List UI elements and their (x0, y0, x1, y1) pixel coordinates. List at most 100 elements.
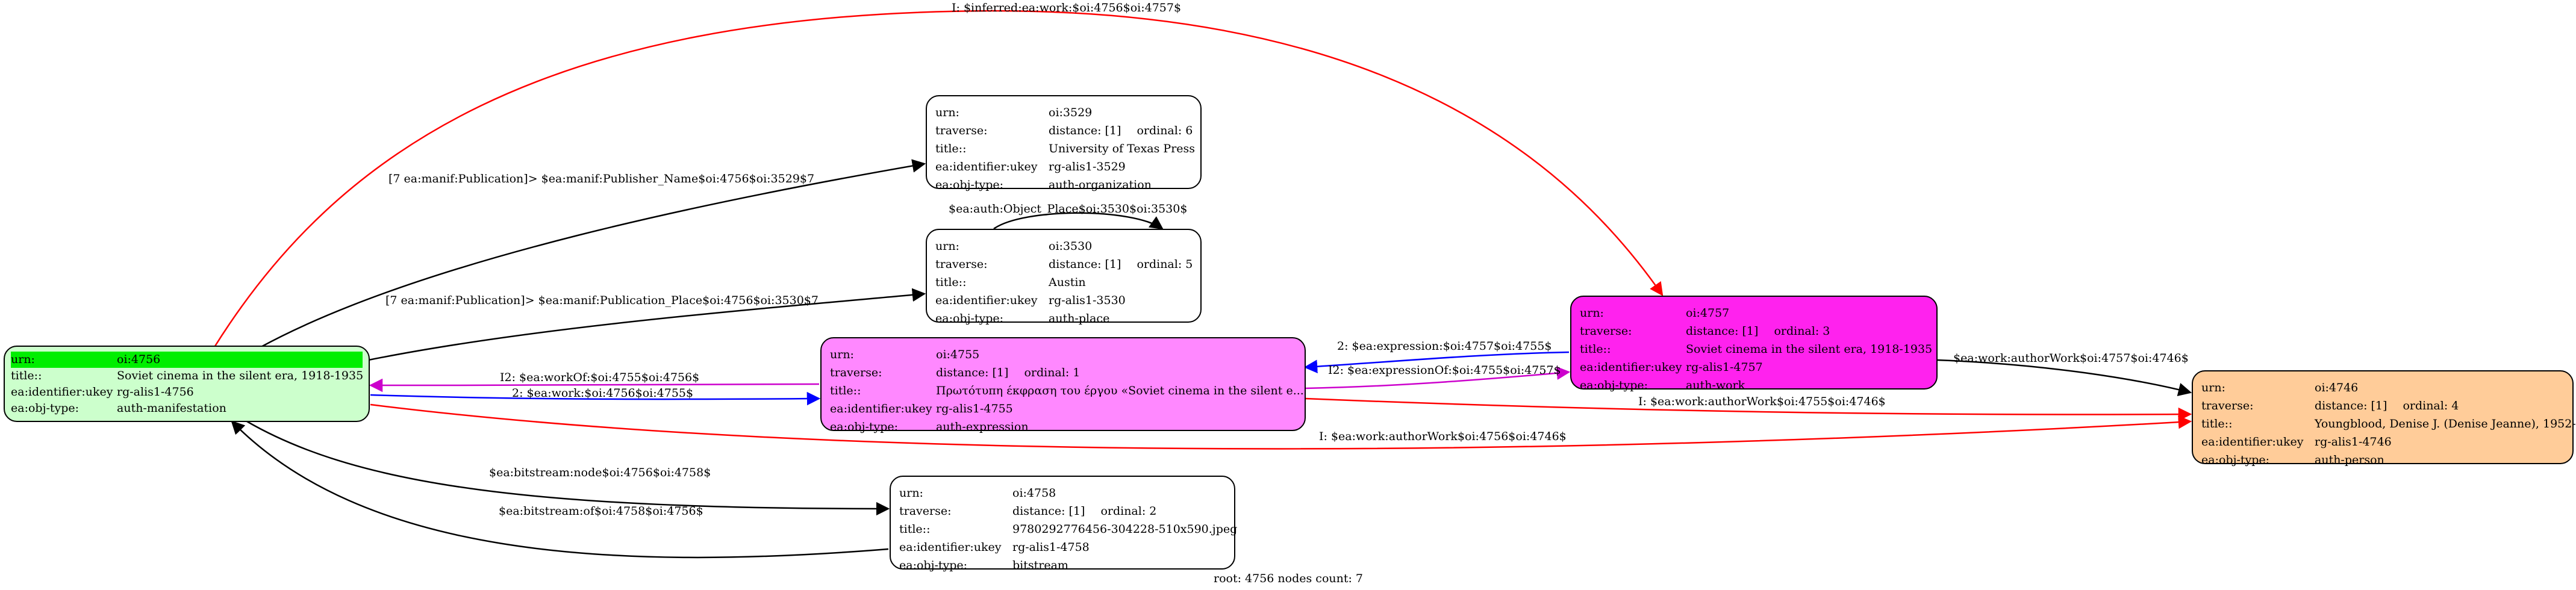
traverse-ordinal: ordinal: 3 (1774, 324, 1830, 338)
row-value: auth-work (1686, 379, 1745, 392)
node-row-urn: urn:oi:4757 (1580, 304, 1928, 322)
node-row-obj-type: ea:obj-type: auth-person (2201, 451, 2564, 469)
row-key: ea:obj-type: (935, 178, 1004, 191)
row-key: title:: (935, 276, 967, 289)
node-3529[interactable]: urn:oi:3529 traverse: distance: [1] ordina… (926, 95, 1202, 191)
node-row-traverse: traverse:distance: [1]ordinal: 2 (899, 502, 1226, 520)
row-key: ea:obj-type: (11, 402, 80, 415)
edge-work-of-4755-4756 (369, 378, 820, 393)
node-row-urn: urn: oi:4746 (2201, 379, 2564, 397)
node-row-identifier: ea:identifier:ukey rg-alis1-3530 (935, 291, 1192, 309)
row-value: oi:4756 (117, 353, 161, 366)
edge-label-work: 2: $ea:work:$oi:4756$oi:4755$ (512, 387, 694, 400)
row-value: Soviet cinema in the silent era, 1918-19… (1686, 343, 1933, 356)
row-key: ea:obj-type: (935, 312, 1004, 325)
row-key: title:: (1580, 343, 1611, 356)
row-key: traverse: (899, 505, 952, 518)
node-3530[interactable]: urn:oi:3530 traverse:distance: [1]ordina… (926, 229, 1202, 325)
row-key: urn: (11, 353, 35, 366)
edge-publication-place-4756-3530 (368, 288, 926, 361)
edge-label-author-work-4755: I: $ea:work:authorWork$oi:4755$oi:4746$ (1638, 395, 1886, 408)
row-key: traverse: (830, 366, 882, 379)
row-value: auth-person (2315, 453, 2384, 467)
traverse-distance: distance: [1] (936, 366, 1009, 379)
row-key: ea:obj-type: (1580, 379, 1648, 392)
row-key: traverse: (1580, 324, 1632, 338)
row-value: rg-alis1-3529 (1049, 160, 1126, 173)
row-key: ea:identifier:ukey (1580, 361, 1682, 374)
row-value: rg-alis1-3530 (1049, 294, 1126, 307)
row-value: rg-alis1-4758 (1012, 541, 1090, 554)
row-value: oi:4746 (2315, 381, 2359, 394)
row-value: Soviet cinema in the silent era, 1918-19… (117, 369, 364, 382)
row-value: distance: [1]ordinal: 4 (2315, 397, 2564, 415)
row-key: title:: (11, 369, 42, 382)
row-key: title:: (935, 142, 967, 155)
row-key: ea:identifier:ukey (830, 402, 932, 415)
row-value: bitstream (1012, 559, 1068, 572)
node-row-obj-type: ea:obj-type:auth-expression (830, 418, 1296, 436)
node-row-title: title::Πρωτότυπη έκφραση του έργου «Sovi… (830, 382, 1304, 400)
row-value: distance: [1]ordinal: 5 (1049, 255, 1193, 273)
traverse-distance: distance: [1] (1012, 505, 1085, 518)
node-row-obj-type: ea:obj-type: auth-manifestation (11, 400, 363, 417)
row-key: traverse: (935, 258, 988, 271)
row-value: auth-manifestation (117, 402, 226, 415)
edge-label-object-place: $ea:auth:Object_Place$oi:3530$oi:3530$ (949, 202, 1188, 216)
row-value: Youngblood, Denise J. (Denise Jeanne), 1… (2315, 417, 2576, 430)
edge-publisher-4756-3529 (258, 159, 926, 349)
row-value: Πρωτότυπη έκφραση του έργου «Soviet cine… (936, 384, 1304, 397)
node-row-traverse: traverse: distance: [1]ordinal: 5 (935, 255, 1193, 273)
edge-work-4756-4755 (370, 391, 821, 406)
node-row-obj-type: ea:obj-type: auth-work (1580, 376, 1928, 394)
node-row-identifier: ea:identifier:ukey rg-alis1-4757 (1580, 358, 1928, 376)
node-row-urn: urn:oi:3529 (935, 104, 1192, 122)
edge-label-publication-place: [7 ea:manif:Publication]> $ea:manif:Publ… (385, 294, 819, 307)
graph-footer: root: 4756 nodes count: 7 (1214, 572, 1364, 585)
edge-bitstream-node-4756-4758 (246, 420, 890, 516)
row-key: ea:identifier:ukey (935, 294, 1038, 307)
node-4755[interactable]: urn: oi:4755 traverse: distance: [1]ordina… (820, 337, 1306, 433)
row-value: auth-place (1049, 312, 1110, 325)
edge-label-work-of: I2: $ea:workOf:$oi:4755$oi:4756$ (500, 371, 700, 384)
edge-label-bitstream-node: $ea:bitstream:node$oi:4756$oi:4758$ (489, 466, 711, 479)
row-key: urn: (935, 240, 959, 253)
row-key: title:: (899, 523, 931, 536)
node-4746[interactable]: urn: oi:4746 traverse:distance: [1]ordina… (2192, 370, 2576, 467)
node-row-traverse: traverse:distance: [1]ordinal: 4 (2201, 397, 2564, 415)
edge-label-author-work-4757: $ea:work:authorWork$oi:4757$oi:4746$ (1953, 352, 2189, 365)
node-4757[interactable]: urn:oi:4757 traverse: distance: [1]ordina… (1570, 296, 1938, 392)
row-value: distance: [1] ordinal: 6 (1049, 122, 1193, 140)
row-value: oi:4755 (936, 348, 980, 361)
edge-author-work-4756-4746 (370, 403, 2192, 450)
row-value: distance: [1]ordinal: 3 (1686, 322, 1928, 340)
node-row-title: title::Soviet cinema in the silent era, … (11, 368, 363, 384)
row-key: urn: (830, 348, 854, 361)
row-key: ea:obj-type: (2201, 453, 2270, 467)
edge-label-inferred-work: I: $inferred:ea:work:$oi:4756$oi:4757$ (952, 1, 1182, 14)
node-row-title: title::University of Texas Press (935, 140, 1195, 158)
row-value: rg-alis1-4757 (1686, 361, 1763, 374)
row-key: traverse: (935, 124, 988, 137)
edge-expression-of-4755-4757 (1305, 366, 1571, 390)
edge-author-work-4755-4746 (1305, 397, 2192, 421)
row-value: rg-alis1-4756 (117, 385, 194, 399)
row-value: distance: [1]ordinal: 1 (936, 364, 1296, 382)
traverse-distance: distance: [1] (1049, 124, 1121, 137)
row-value: rg-alis1-4746 (2315, 435, 2392, 449)
node-row-title: title::Austin (935, 273, 1192, 291)
node-4758[interactable]: urn:oi:4758 traverse:distance: [1]ordina… (890, 476, 1237, 572)
node-4756[interactable]: urn: oi:4756 title::Soviet cinema in the … (4, 346, 370, 422)
row-key: urn: (2201, 381, 2225, 394)
edge-label-expression: 2: $ea:expression:$oi:4757$oi:4755$ (1337, 340, 1552, 353)
edge-label-publisher: [7 ea:manif:Publication]> $ea:manif:Publ… (388, 172, 815, 185)
traverse-ordinal: ordinal: 6 (1137, 124, 1193, 137)
node-row-obj-type: ea:obj-type:auth-organization (935, 176, 1192, 194)
row-key: urn: (1580, 306, 1604, 320)
edge-label-author-work-4756: I: $ea:work:authorWork$oi:4756$oi:4746$ (1319, 430, 1567, 443)
node-row-obj-type: ea:obj-type:bitstream (899, 556, 1226, 574)
